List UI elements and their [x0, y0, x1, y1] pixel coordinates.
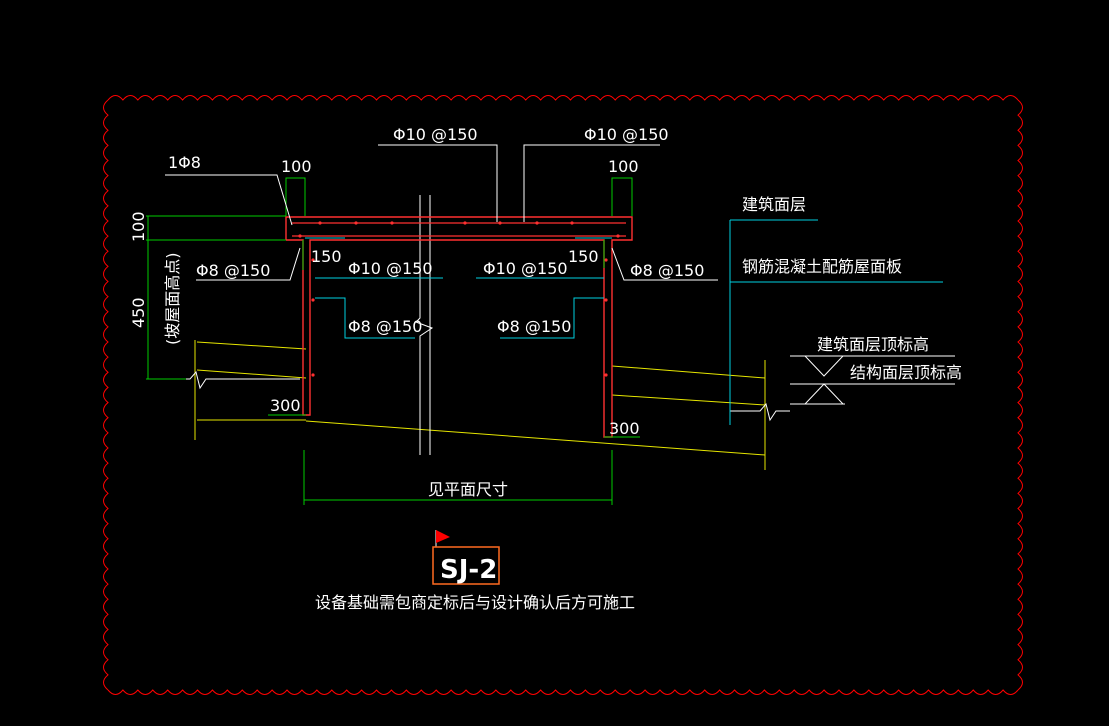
leader-stirrup-left	[196, 247, 301, 281]
roof-line-left-1	[196, 341, 307, 350]
rebar-dot	[498, 221, 502, 225]
label-rebar-top-left: Φ10 @150	[393, 125, 478, 144]
leader-top-left	[378, 144, 498, 222]
rebar-dot	[535, 221, 539, 225]
elev-arch-marker	[803, 355, 845, 377]
label-stirrup-right: Φ8 @150	[630, 261, 704, 280]
label-1phi8: 1Φ8	[168, 153, 201, 172]
label-dim-150-left: 150	[311, 247, 342, 266]
dimensions	[146, 177, 640, 505]
rebar-dot	[318, 221, 322, 225]
rebar-dot	[390, 221, 394, 225]
revision-cloud-top	[107, 95, 1019, 101]
rebar-dot	[354, 221, 358, 225]
label-dim-300-right: 300	[609, 419, 640, 438]
rebar-dots	[298, 221, 620, 377]
break-line-right	[730, 402, 790, 422]
label-inner-side-right: Φ8 @150	[497, 317, 571, 336]
label-rebar-top-right: Φ10 @150	[584, 125, 669, 144]
label-inner-top-right: Φ10 @150	[483, 259, 568, 278]
rebar-dot	[604, 258, 608, 262]
cyan-side-right	[500, 297, 604, 339]
label-dim-300-left: 300	[270, 396, 301, 415]
label-plan-dim: 见平面尺寸	[428, 480, 508, 499]
elev-struct-marker	[803, 383, 845, 405]
label-dim-100-right: 100	[608, 157, 639, 176]
rebar-dot	[298, 234, 302, 238]
cyan-lines	[305, 219, 943, 425]
break-line-left	[148, 370, 300, 390]
break-lines	[148, 195, 790, 455]
label-layer-arch: 建筑面层	[742, 195, 806, 214]
revision-cloud	[103, 95, 1023, 695]
drawing-tag-box	[432, 546, 500, 585]
leaders	[165, 144, 955, 405]
revision-cloud-right	[1017, 99, 1023, 691]
leader-1phi8	[165, 174, 293, 226]
dim-100-left-lines	[285, 177, 306, 216]
roof-line-main	[305, 420, 766, 456]
label-dim-100-left: 100	[281, 157, 312, 176]
labels: Φ10 @150 Φ10 @150 1Φ8 100 100 Φ8 @150 Φ8…	[129, 125, 962, 612]
label-high-point: (坡屋面高点)	[163, 253, 182, 346]
rebar-dot	[463, 221, 467, 225]
label-note: 设备基础需包商定标后与设计确认后方可施工	[315, 593, 635, 612]
revision-cloud-bottom	[107, 689, 1019, 695]
flag-icon	[436, 530, 450, 543]
label-inner-side-left: Φ8 @150	[348, 317, 422, 336]
rebar-dot	[311, 373, 315, 377]
break-line-center	[415, 195, 434, 455]
drawing-tag: SJ-2	[432, 530, 500, 585]
label-elev-struct: 结构面层顶标高	[850, 363, 962, 382]
dim-100-right-lines	[611, 177, 633, 216]
rebar-dot	[604, 373, 608, 377]
label-dim-100-vertical: 100	[129, 211, 148, 242]
label-dim-150-right: 150	[568, 247, 599, 266]
rebar-dot	[570, 221, 574, 225]
roof-line-left-2	[196, 369, 307, 379]
drawing-tag-id: SJ-2	[440, 555, 497, 585]
leader-stirrup-right	[611, 247, 718, 281]
rebar-dot	[616, 234, 620, 238]
label-inner-top-left: Φ10 @150	[348, 259, 433, 278]
label-stirrup-left: Φ8 @150	[196, 261, 270, 280]
rebar-dot	[311, 298, 315, 302]
roof-line-right-2	[611, 394, 766, 406]
revision-cloud-left	[103, 99, 109, 691]
roof-lines	[194, 340, 766, 470]
label-dim-450-vertical: 450	[129, 297, 148, 328]
label-layer-slab: 钢筋混凝土配筋屋面板	[742, 257, 902, 276]
rebar-dot	[604, 298, 608, 302]
cyan-side-left	[315, 297, 415, 339]
rebar-dot	[311, 258, 315, 262]
label-elev-arch: 建筑面层顶标高	[817, 335, 929, 354]
roof-line-right-1	[611, 365, 766, 379]
leader-top-right	[523, 144, 660, 222]
